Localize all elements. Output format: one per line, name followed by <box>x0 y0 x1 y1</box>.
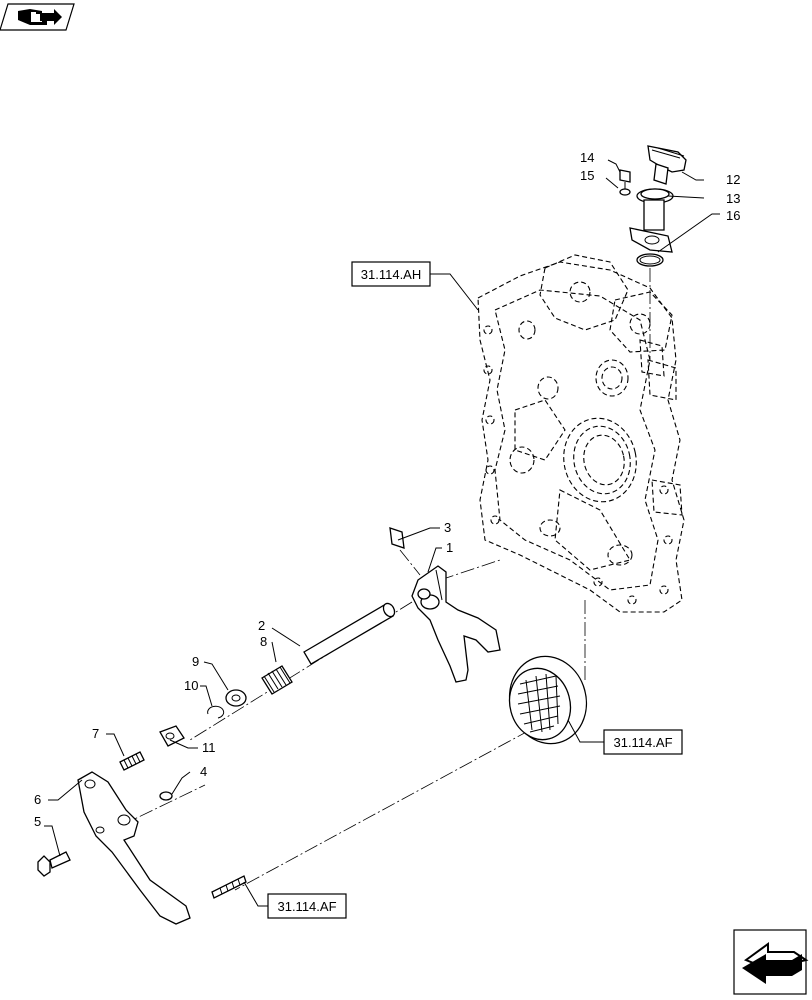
filler-cap <box>647 145 687 185</box>
callout-15: 15 <box>580 168 594 183</box>
callout-1: 1 <box>446 540 453 555</box>
snap-ring <box>207 705 225 719</box>
leader-lines <box>44 159 720 907</box>
callout-14: 14 <box>580 150 594 165</box>
callout-6: 6 <box>34 792 41 807</box>
next-page-arrow-icon[interactable] <box>733 929 809 995</box>
screw <box>619 169 631 190</box>
center-lines <box>119 268 651 891</box>
spring <box>261 665 293 695</box>
reference-box-ring[interactable]: 31.114.AF <box>603 729 683 755</box>
shift-rod <box>303 602 396 665</box>
filler-neck <box>629 188 674 253</box>
pin <box>389 527 405 549</box>
callout-4: 4 <box>200 764 207 779</box>
shift-lever <box>77 771 191 925</box>
gear-housing <box>477 254 685 613</box>
washer-9 <box>225 689 247 707</box>
nut <box>159 725 185 747</box>
reference-box-lower[interactable]: 31.114.AF <box>267 893 347 919</box>
book-with-arrow-icon[interactable] <box>0 3 75 31</box>
reference-lower-label: 31.114.AF <box>277 899 336 914</box>
washer <box>619 188 631 196</box>
o-ring-lower <box>159 791 173 801</box>
reference-box-upper[interactable]: 31.114.AH <box>351 261 431 287</box>
callout-3: 3 <box>444 520 451 535</box>
reference-upper-label: 31.114.AH <box>361 267 421 282</box>
callout-9: 9 <box>192 654 199 669</box>
callout-16: 16 <box>726 208 740 223</box>
callout-5: 5 <box>34 814 41 829</box>
callout-numbers: 1 2 3 4 5 6 7 8 9 10 11 12 13 14 15 16 <box>34 150 740 829</box>
callout-8: 8 <box>260 634 267 649</box>
callout-11: 11 <box>202 740 216 755</box>
coupling-sleeve <box>508 655 588 745</box>
bolt <box>37 851 71 877</box>
callout-13: 13 <box>726 191 740 206</box>
shift-fork <box>411 565 501 683</box>
splined-shaft-end <box>211 875 247 899</box>
callout-2: 2 <box>258 618 265 633</box>
callout-12: 12 <box>726 172 740 187</box>
o-ring-upper <box>636 253 664 267</box>
callout-10: 10 <box>184 678 198 693</box>
threaded-stud <box>119 751 145 771</box>
reference-ring-label: 31.114.AF <box>613 735 672 750</box>
callout-7: 7 <box>92 726 99 741</box>
